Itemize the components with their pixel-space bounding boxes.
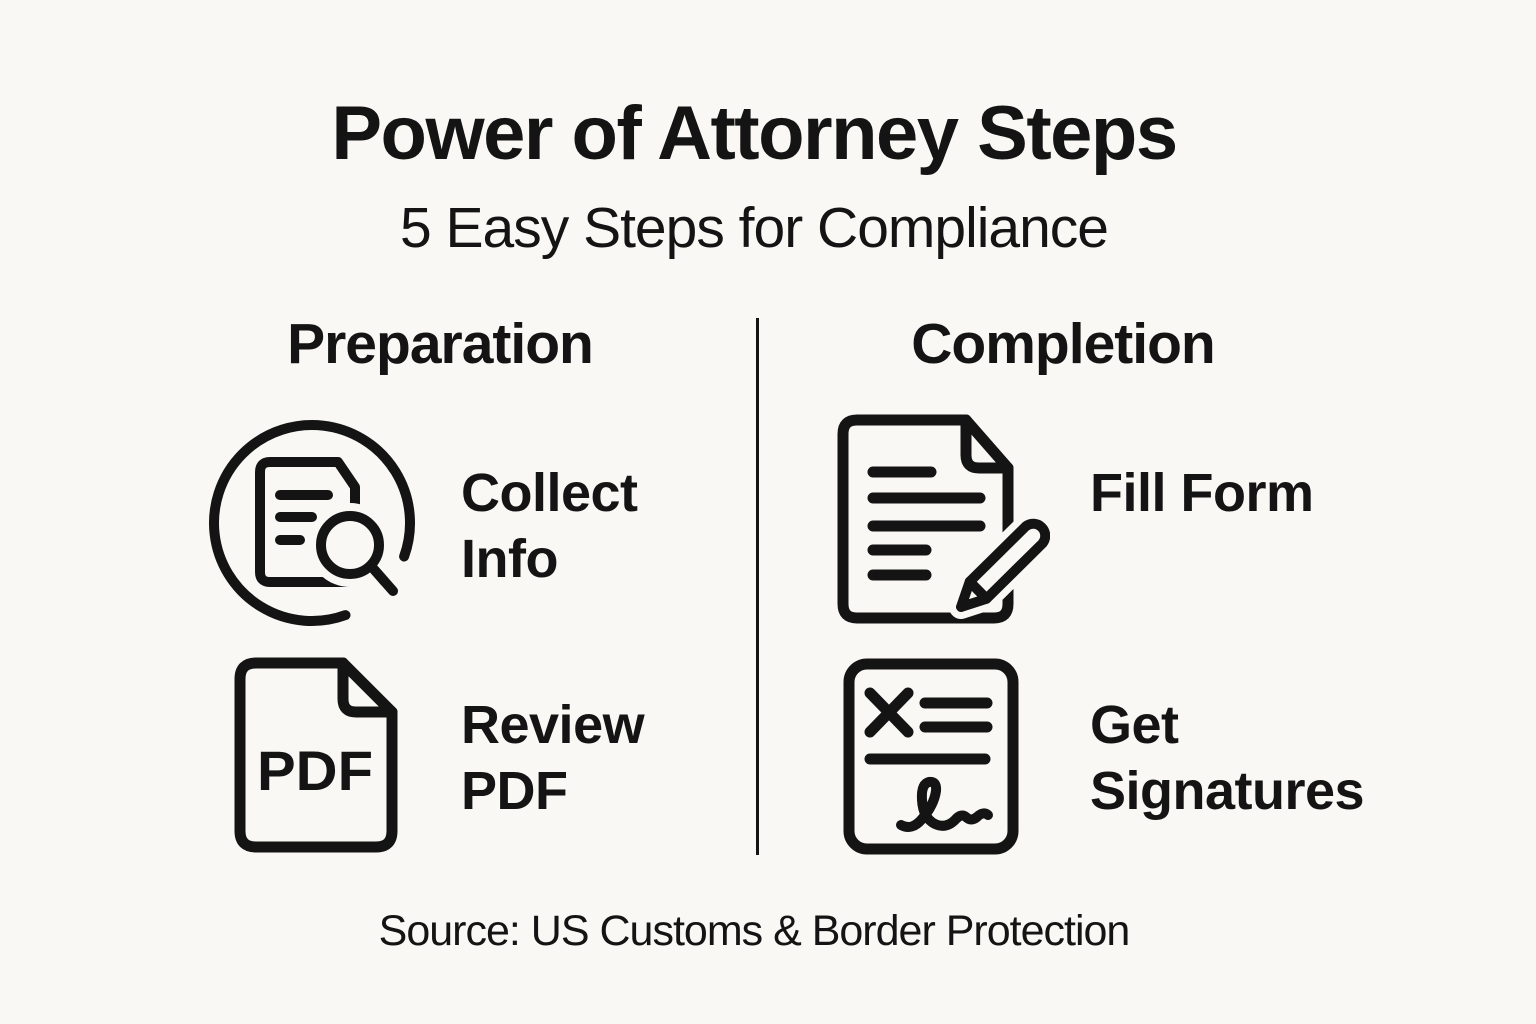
pdf-badge-text: PDF <box>257 739 373 802</box>
step-label-line: PDF <box>461 761 568 821</box>
step-label-get-signatures: Get Signatures <box>1090 692 1365 824</box>
signature-document-icon <box>843 658 1019 855</box>
pdf-file-icon: PDF <box>234 657 398 853</box>
document-pencil-icon <box>837 414 1050 624</box>
column-heading-completion: Completion <box>911 312 1215 376</box>
step-label-line: Signatures <box>1090 761 1365 821</box>
step-label-line: Review <box>461 695 645 755</box>
step-label-collect-info: Collect Info <box>461 460 638 592</box>
step-label-line: Get <box>1090 695 1179 755</box>
column-divider <box>756 318 759 855</box>
page-subtitle: 5 Easy Steps for Compliance <box>399 196 1109 260</box>
step-label-fill-form: Fill Form <box>1090 460 1314 526</box>
step-label-line: Info <box>461 529 558 589</box>
page-title: Power of Attorney Steps <box>331 91 1178 176</box>
step-label-line: Collect <box>461 463 638 523</box>
source-note: Source: US Customs & Border Protection <box>378 907 1131 955</box>
step-label-line: Fill Form <box>1090 463 1314 523</box>
document-search-icon <box>209 420 415 626</box>
step-label-review-pdf: Review PDF <box>461 692 645 824</box>
column-heading-preparation: Preparation <box>287 312 594 376</box>
